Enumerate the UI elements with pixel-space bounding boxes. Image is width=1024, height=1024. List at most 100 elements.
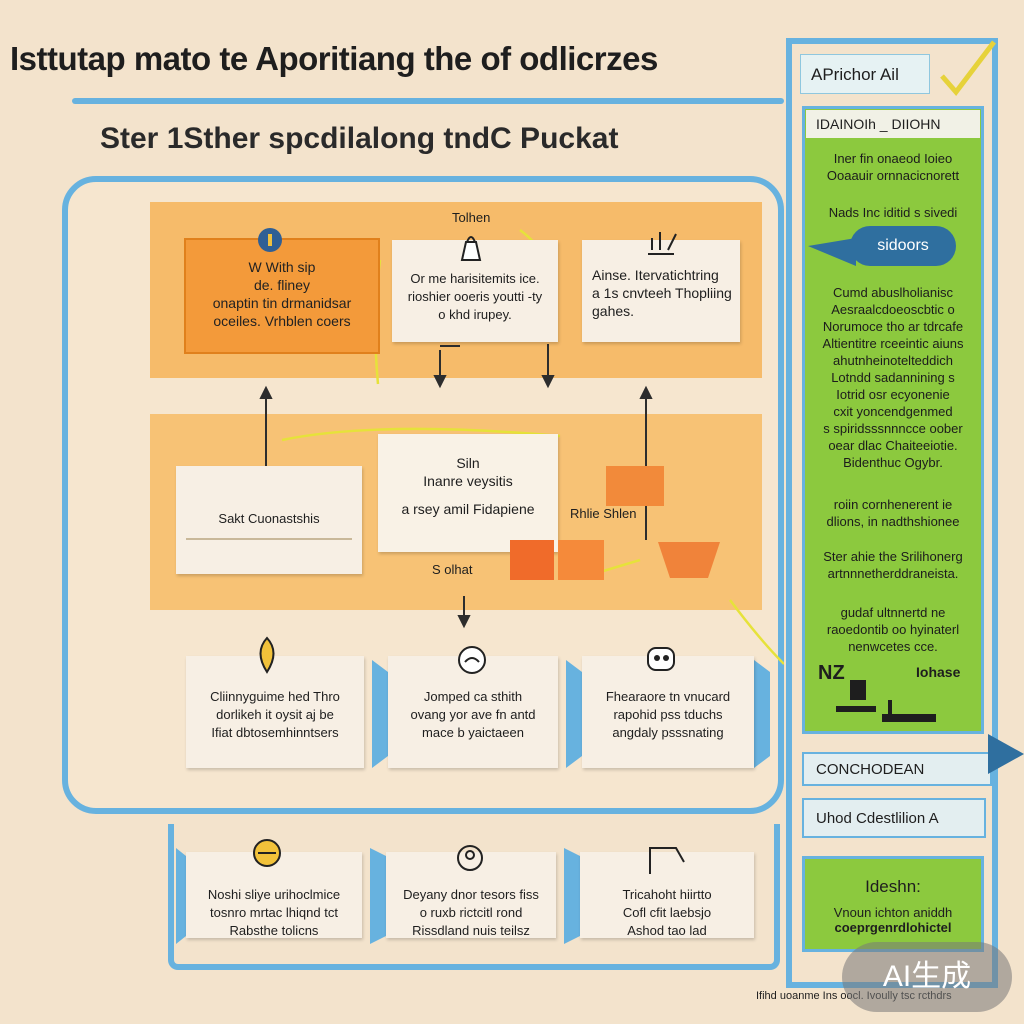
robot-icon bbox=[647, 647, 675, 671]
sidebar-block-5: Ster ahie the Srilihonerg artnnnetherddr… bbox=[806, 548, 980, 582]
card-e-line-1: Siln bbox=[456, 455, 480, 471]
sidebar-block-5-line-2: artnnnetherddraneista. bbox=[827, 566, 959, 581]
row3-card-1: Cliinnyguime hed Thro dorlikeh it oysit … bbox=[186, 656, 364, 768]
sidebar-block-4-line-2: dlions, in nadthshionee bbox=[826, 514, 960, 529]
row4-card-3: Tricahoht hiirtto Cofl cfit laebsjo Asho… bbox=[580, 852, 754, 938]
sidebar-block-3-line-11: Bidenthuc Ogybr. bbox=[843, 455, 943, 470]
title-divider bbox=[72, 98, 784, 104]
arrow-head-up-right bbox=[639, 385, 653, 399]
row4-card-1-line-1: Noshi sliye urihoclmice bbox=[207, 887, 341, 902]
sidebar-block-3-line-4: Altientitre rceeintic aiuns bbox=[822, 336, 964, 351]
highlight-curve-a bbox=[281, 427, 561, 442]
sidebar-block-7-right: Iohase bbox=[916, 664, 961, 680]
sidebar-block-6-line-2: raoedontib oo hyinaterl bbox=[826, 622, 960, 637]
orange-block-a bbox=[510, 540, 554, 580]
sidebar-block-7-left: NZ bbox=[818, 662, 845, 684]
highlight-curve-e bbox=[729, 599, 784, 665]
sidebar-block-1: Iner fin onaeod Ioieo Ooaauir ornnacicno… bbox=[806, 150, 980, 184]
row4-card-1-line-2: tosnro mrtac lhiqnd tct bbox=[210, 905, 338, 920]
pill-tail-icon bbox=[808, 238, 856, 266]
orange-card-line-1: W With sip bbox=[248, 259, 316, 275]
sidebar-block-2: Nads Inc iditid s sivedi bbox=[828, 205, 958, 220]
info-icon bbox=[258, 228, 282, 252]
card-e-line-3: a rsey amil Fidapiene bbox=[401, 501, 535, 517]
orange-card-line-2: de. fliney bbox=[253, 277, 311, 293]
row4-card-3-line-2: Cofl cfit laebsjo bbox=[622, 905, 712, 920]
page-subtitle: Ster 1Sther spcdilalong tndC Puckat bbox=[100, 122, 619, 155]
leaf-icon bbox=[259, 636, 275, 674]
arrow-head-down-center bbox=[433, 375, 447, 389]
card-c-line-3: gahes. bbox=[592, 303, 635, 319]
row3-card-3-line-1: Fhearaore tn vnucard bbox=[605, 689, 731, 704]
sidebar-green2-line-2: coeprgenrdlohictel bbox=[834, 920, 952, 935]
sidebar-box-1: CONCHODEAN bbox=[802, 752, 992, 786]
row4-card-2-line-2: o ruxb rictcitl rond bbox=[419, 905, 523, 920]
sidebar-block-3: Cumd abuslholianisc Aesraalcdoeoscbtic o… bbox=[806, 284, 980, 471]
row4-card-3-line-1: Tricahoht hiirtto bbox=[622, 887, 712, 902]
row4-card-1-line-3: Rabsthe tolicns bbox=[229, 923, 319, 938]
row3-card-2-line-3: mace b yaictaeen bbox=[422, 725, 524, 740]
sidebar-block-4-line-1: roiin cornhenerent ie bbox=[833, 497, 953, 512]
side-tab-4 bbox=[176, 848, 186, 944]
row3-card-3: Fhearaore tn vnucard rapohid pss tduchs … bbox=[582, 656, 754, 768]
sidebar-green2-line-1: Vnoun ichton aniddh bbox=[833, 905, 953, 920]
card-e: Siln Inanre veysitis a rsey amil Fidapie… bbox=[378, 434, 558, 552]
top-band-label: Tolhen bbox=[452, 210, 491, 225]
sidebar-pill: sidoors bbox=[850, 226, 956, 266]
card-c-line-1: Ainse. Itervatichtring bbox=[592, 267, 719, 283]
sidebar-block-3-line-9: s spiridsssnnncce oober bbox=[823, 421, 963, 436]
sidebar-block-3-line-3: Norumoce tho ar tdrcafe bbox=[822, 319, 964, 334]
sidebar-block-6-line-3: nenwcetes cce. bbox=[848, 639, 938, 654]
card-e-line-2: Inanre veysitis bbox=[423, 473, 513, 489]
lower-frame bbox=[168, 824, 780, 970]
sidebar-block-3-line-5: ahutnheinotelteddich bbox=[833, 353, 953, 368]
sidebar-green2-title: Ideshn: bbox=[865, 877, 921, 896]
row3-card-2: Jomped ca sthith ovang yor ave fn antd m… bbox=[388, 656, 558, 768]
side-tab-6 bbox=[564, 848, 580, 944]
orange-block-c bbox=[606, 466, 664, 506]
highlight-curve-d bbox=[599, 558, 641, 574]
card-c: Ainse. Itervatichtring a 1s cnvteeh Thop… bbox=[582, 240, 740, 342]
card-b-line-3: o khd irupey. bbox=[438, 307, 512, 322]
sidebar-block-3-line-1: Cumd abuslholianisc bbox=[833, 285, 953, 300]
sidebar-block-6-line-1: gudaf ultnnertd ne bbox=[840, 605, 946, 620]
arrow-head-down-right bbox=[541, 375, 555, 389]
ai-generated-badge: AI生成 bbox=[842, 942, 1012, 1012]
sidebar-block-4: roiin cornhenerent ie dlions, in nadthsh… bbox=[806, 496, 980, 530]
coin-icon bbox=[253, 839, 281, 867]
row3-card-2-line-1: Jomped ca sthith bbox=[423, 689, 523, 704]
row3-card-2-line-2: ovang yor ave fn antd bbox=[410, 707, 536, 722]
card-b-line-1: Or me harisitemits ice. bbox=[410, 271, 540, 286]
arrow-head-up-left bbox=[259, 385, 273, 399]
orange-block-b bbox=[558, 540, 604, 580]
row3-card-3-line-3: angdaly psssnating bbox=[612, 725, 724, 740]
sidebar-block-5-line-1: Ster ahie the Srilihonerg bbox=[823, 549, 963, 564]
bag-icon bbox=[460, 236, 482, 261]
orange-card-line-4: oceiles. Vrhblen coers bbox=[213, 313, 351, 329]
sidebar-block-3-line-6: Lotndd sadannining s bbox=[831, 370, 955, 385]
sidebar-block-3-line-8: cxit yoncendgenmed bbox=[833, 404, 953, 419]
sidebar-block-3-line-2: Aesraalcdoeoscbtic o bbox=[831, 302, 955, 317]
card-b-line-2: rioshier ooeris youtti -ty bbox=[407, 289, 543, 304]
arrow-head-down-mid bbox=[457, 615, 471, 629]
row3-card-1-line-2: dorlikeh it oysit aj be bbox=[216, 707, 334, 722]
flag-icon bbox=[649, 847, 685, 874]
check-icon bbox=[940, 40, 996, 96]
user-icon bbox=[457, 845, 483, 871]
row4-card-2-line-1: Deyany dnor tesors fiss bbox=[403, 887, 539, 902]
row3-card-1-line-3: Ifiat dbtosemhinntsers bbox=[211, 725, 339, 740]
side-tab-1 bbox=[372, 660, 388, 768]
arrow-right-icon bbox=[988, 734, 1024, 774]
sidebar-green-panel bbox=[802, 106, 984, 734]
row4-card-2: Deyany dnor tesors fiss o ruxb rictcitl … bbox=[386, 852, 556, 938]
row4-card-3-line-3: Ashod tao lad bbox=[627, 923, 707, 938]
label-center: S olhat bbox=[432, 562, 473, 577]
face-icon bbox=[458, 646, 486, 674]
chart-icon bbox=[648, 232, 677, 255]
sidebar-block-3-line-10: oear dlac Chaiteeiotie. bbox=[828, 438, 958, 453]
card-d: Sakt Cuonastshis bbox=[176, 466, 362, 574]
row3-card-3-line-2: rapohid pss tduchs bbox=[613, 707, 723, 722]
row4-card-1: Noshi sliye urihoclmice tosnro mrtac lhi… bbox=[186, 852, 362, 938]
side-tab-3 bbox=[754, 660, 770, 768]
sidebar-block-6: gudaf ultnnertd ne raoedontib oo hyinate… bbox=[806, 604, 980, 655]
